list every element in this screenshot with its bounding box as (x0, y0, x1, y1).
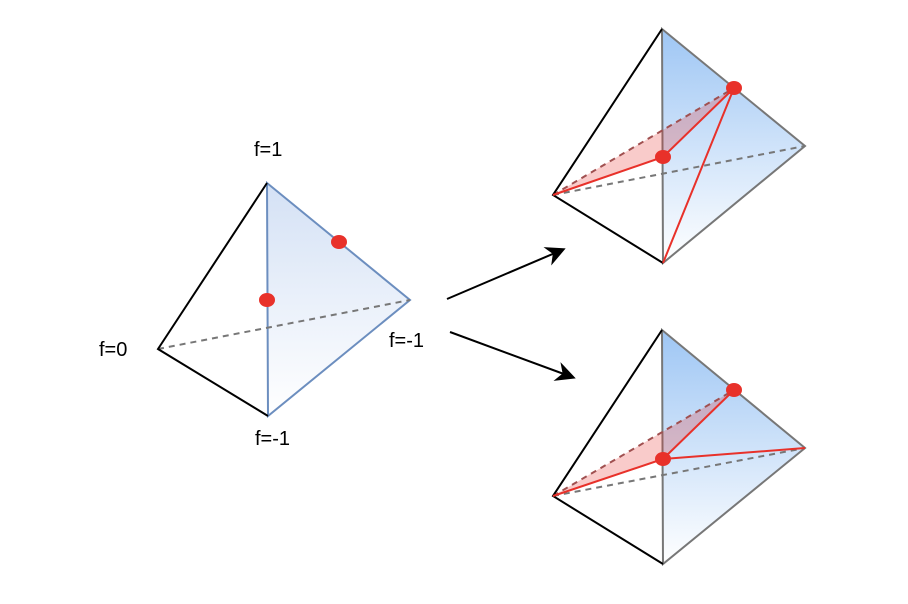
black-edges (156, 182, 269, 417)
dashed-red-edge (552, 87, 735, 196)
dashed-red-edge (552, 389, 735, 497)
red-point (726, 383, 742, 397)
blue-face (660, 327, 807, 567)
label-left-vertex: f=0 (99, 339, 128, 361)
arrow-down (449, 331, 576, 381)
red-edge (662, 447, 806, 460)
dashed-edge (157, 299, 411, 350)
label-bottom-vertex: f=-1 (255, 428, 291, 450)
red-point (655, 452, 671, 466)
label-right-vertex: f=-1 (389, 330, 425, 352)
split-tetrahedron-a (551, 26, 807, 266)
input-tetrahedron (156, 180, 412, 419)
label-top-vertex: f=1 (254, 139, 283, 161)
blue-face (265, 180, 412, 419)
red-point (726, 81, 742, 95)
red-edges (552, 87, 735, 264)
red-point (655, 150, 671, 164)
red-point (331, 235, 347, 249)
arrow-up (446, 247, 566, 300)
dashed-edge (552, 447, 806, 497)
blue-face (660, 26, 807, 266)
dashed-edge (552, 145, 806, 196)
red-point (259, 293, 275, 307)
split-tetrahedron-b (551, 327, 807, 567)
